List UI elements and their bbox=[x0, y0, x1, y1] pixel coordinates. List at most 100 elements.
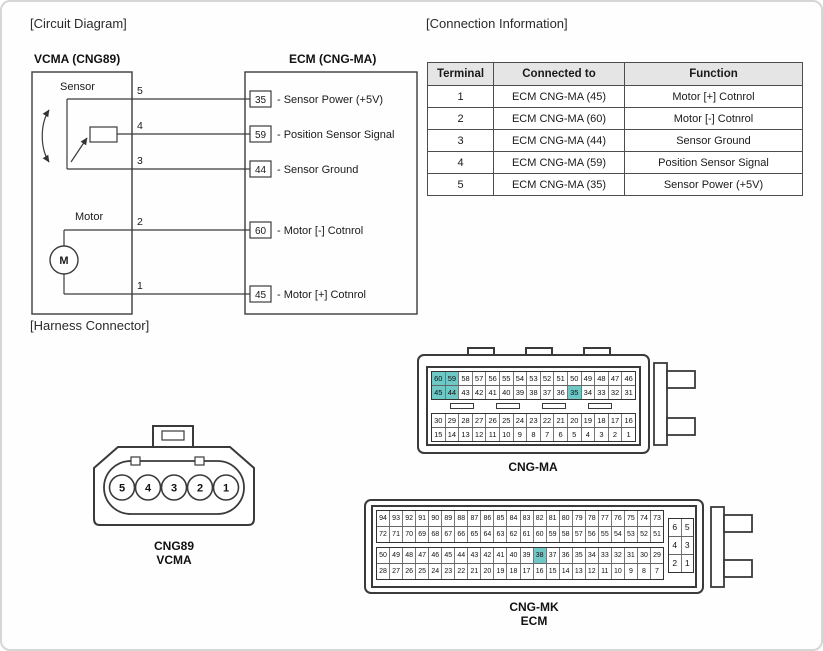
vcma-pin-circles bbox=[108, 474, 240, 501]
cell-terminal: 2 bbox=[427, 107, 494, 130]
pin-60: 60 bbox=[534, 527, 547, 542]
pin-13: 13 bbox=[573, 564, 586, 579]
pin-box bbox=[249, 90, 272, 108]
pin-45: 45 bbox=[442, 548, 456, 563]
pin-3: 3 bbox=[684, 540, 690, 550]
pin-57: 57 bbox=[473, 372, 487, 385]
pin-17: 17 bbox=[521, 564, 534, 579]
pin-box bbox=[249, 285, 272, 303]
pin-1: 1 bbox=[684, 558, 690, 568]
pin-1: 1 bbox=[626, 430, 631, 439]
pin-6: 6 bbox=[554, 428, 568, 441]
table-row: 4 ECM CNG-MA (59) Position Sensor Signal bbox=[427, 151, 803, 174]
table-header-row: Terminal Connected to Function bbox=[427, 62, 803, 86]
pin-description: - Sensor Ground bbox=[277, 164, 358, 176]
table-row: 5 ECM CNG-MA (35) Sensor Power (+5V) bbox=[427, 173, 803, 196]
pin-53: 53 bbox=[625, 527, 638, 542]
pin-48: 48 bbox=[403, 548, 417, 563]
pin-49: 49 bbox=[582, 372, 596, 385]
pin-number: 45 bbox=[255, 290, 267, 301]
pin-31: 31 bbox=[624, 388, 633, 397]
pin-60: 60 bbox=[432, 372, 446, 385]
pin-description: - Motor [-] Cotnrol bbox=[277, 225, 363, 237]
cell-function: Motor [-] Cotnrol bbox=[624, 107, 803, 130]
pin-box bbox=[249, 125, 272, 143]
ecm-pin-44: 44 - Sensor Ground bbox=[249, 160, 358, 178]
vcma-box bbox=[31, 71, 133, 315]
pin-51: 51 bbox=[554, 372, 568, 385]
pin-65: 65 bbox=[468, 527, 482, 542]
pin-7: 7 bbox=[655, 568, 659, 575]
pin-number: 4 bbox=[145, 483, 152, 495]
pin-circle-2 bbox=[186, 474, 214, 501]
pin-description: - Sensor Power (+5V) bbox=[277, 94, 383, 106]
pin-41: 41 bbox=[494, 548, 508, 563]
pin-59: 59 bbox=[547, 527, 560, 542]
motor-symbol: M bbox=[49, 245, 79, 275]
pin-51: 51 bbox=[653, 531, 661, 538]
ecm-pin-60: 60 - Motor [-] Cotnrol bbox=[249, 221, 363, 239]
pin-24: 24 bbox=[429, 564, 443, 579]
pin-19: 19 bbox=[582, 414, 596, 427]
pin-92: 92 bbox=[403, 511, 417, 526]
pin-11: 11 bbox=[599, 564, 612, 579]
cng-ma-key bbox=[542, 403, 566, 409]
pin-42: 42 bbox=[481, 548, 495, 563]
pin-8: 8 bbox=[638, 564, 651, 579]
pin-circle-3 bbox=[160, 474, 188, 501]
pin-35: 35 bbox=[573, 548, 586, 563]
pin-18: 18 bbox=[595, 414, 609, 427]
cng-ma-top-tab bbox=[525, 347, 553, 357]
pin-85: 85 bbox=[494, 511, 508, 526]
pin-10: 10 bbox=[612, 564, 625, 579]
vcma-key-notch bbox=[194, 456, 205, 466]
pin-78: 78 bbox=[586, 511, 599, 526]
pin-26: 26 bbox=[486, 414, 500, 427]
terminal-3: 3 bbox=[137, 155, 143, 167]
pin-11: 11 bbox=[486, 428, 500, 441]
wires bbox=[63, 98, 250, 295]
pin-55: 55 bbox=[500, 372, 514, 385]
vcma-connector: 5 4 3 2 1 bbox=[93, 425, 255, 526]
pin-circle-1 bbox=[212, 474, 240, 501]
header-terminal: Terminal bbox=[427, 62, 494, 86]
pin-88: 88 bbox=[455, 511, 469, 526]
pin-54: 54 bbox=[612, 527, 625, 542]
pin-38: 38 bbox=[533, 548, 547, 563]
pin-58: 58 bbox=[459, 372, 473, 385]
cng-mk-sub-label: ECM bbox=[520, 614, 548, 628]
pin-70: 70 bbox=[403, 527, 417, 542]
pin-27: 27 bbox=[473, 414, 487, 427]
vcma-latch-slot bbox=[161, 430, 185, 441]
cell-terminal: 4 bbox=[427, 151, 494, 174]
cell-terminal: 3 bbox=[427, 129, 494, 152]
pin-73: 73 bbox=[653, 515, 661, 522]
vcma-connector-sub: VCMA bbox=[156, 553, 192, 567]
pin-37: 37 bbox=[541, 386, 555, 399]
connection-information-heading: [Connection Information] bbox=[426, 16, 568, 31]
pin-47: 47 bbox=[609, 372, 623, 385]
cell-function: Sensor Ground bbox=[624, 129, 803, 152]
terminal-5: 5 bbox=[137, 85, 143, 97]
cell-terminal: 1 bbox=[427, 85, 494, 108]
pin-56: 56 bbox=[486, 372, 500, 385]
pin-circle-4 bbox=[134, 474, 162, 501]
pin-68: 68 bbox=[429, 527, 443, 542]
pin-74: 74 bbox=[638, 511, 651, 526]
pin-43: 43 bbox=[468, 548, 482, 563]
pin-31: 31 bbox=[625, 548, 638, 563]
pin-69: 69 bbox=[416, 527, 430, 542]
pin-number: 2 bbox=[197, 483, 203, 495]
pin-39: 39 bbox=[521, 548, 534, 563]
pin-3: 3 bbox=[595, 428, 609, 441]
pin-76: 76 bbox=[612, 511, 625, 526]
pin-box bbox=[249, 160, 272, 178]
ecm-pin-59: 59 - Position Sensor Signal bbox=[249, 125, 394, 143]
cell-connected-to: ECM CNG-MA (60) bbox=[493, 107, 625, 130]
cng-ma-top-tab bbox=[583, 347, 611, 357]
pin-28: 28 bbox=[459, 414, 473, 427]
